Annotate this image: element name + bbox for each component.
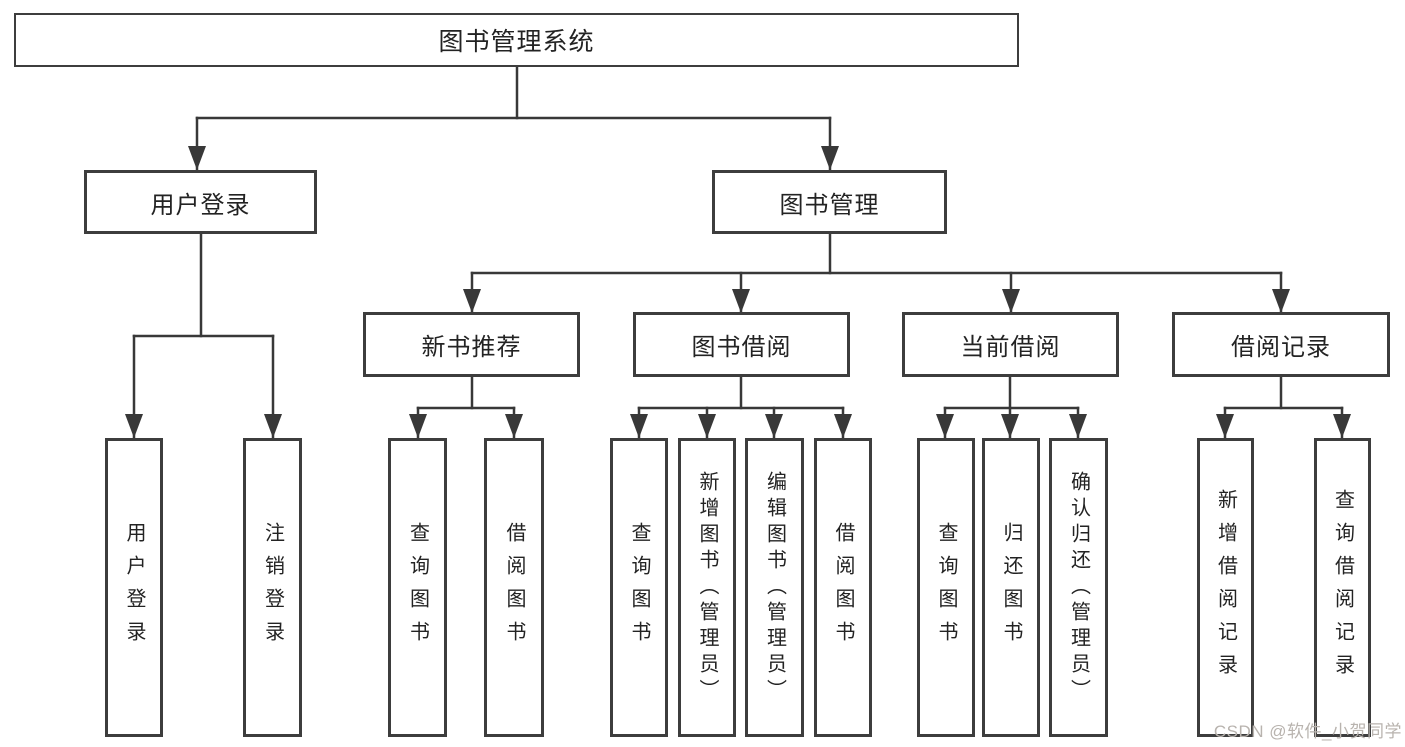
node-user-login: 用户登录 — [84, 170, 317, 234]
leaf-label: 借阅图书 — [503, 521, 525, 654]
leaf-label: 归还图书 — [1000, 521, 1022, 654]
leaf-add-books-admin: 新增图书（管理员） — [678, 438, 736, 737]
connector-book-management-to-level3 — [463, 232, 1290, 315]
connector-root-to-level2 — [188, 65, 839, 172]
leaf-newbook-borrow-books: 借阅图书 — [484, 438, 544, 737]
leaf-label: 新增借阅记录 — [1214, 488, 1237, 687]
leaf-return-books: 归还图书 — [982, 438, 1040, 737]
leaf-borrow-books: 借阅图书 — [814, 438, 872, 737]
leaf-label: 注销登录 — [261, 521, 284, 654]
leaf-borrow-query-books: 查询图书 — [610, 438, 668, 737]
connector-borrow-records-children — [1216, 375, 1351, 440]
leaf-confirm-return-admin: 确认归还（管理员） — [1049, 438, 1108, 737]
connector-book-borrow-children — [630, 375, 852, 440]
csdn-watermark: CSDN @软件_小贺同学 — [1213, 722, 1402, 741]
leaf-label: 查询图书 — [628, 521, 650, 654]
leaf-label: 新增图书（管理员） — [696, 470, 718, 705]
leaf-label: 借阅图书 — [832, 521, 854, 654]
leaf-label: 编辑图书（管理员） — [763, 470, 786, 705]
connector-new-book-children — [409, 375, 523, 440]
node-book-borrowing: 图书借阅 — [633, 312, 850, 377]
node-book-management: 图书管理 — [712, 170, 947, 234]
leaf-label: 查询借阅记录 — [1331, 488, 1354, 687]
leaf-current-query-books: 查询图书 — [917, 438, 975, 737]
leaf-add-borrow-record: 新增借阅记录 — [1197, 438, 1254, 737]
leaf-label: 查询图书 — [935, 521, 957, 654]
leaf-label: 确认归还（管理员） — [1067, 470, 1090, 705]
leaf-label: 查询图书 — [406, 521, 429, 654]
leaf-query-borrow-record: 查询借阅记录 — [1314, 438, 1371, 737]
node-new-book-recommendation: 新书推荐 — [363, 312, 580, 377]
node-borrowing-records: 借阅记录 — [1172, 312, 1390, 377]
node-root-book-management-system: 图书管理系统 — [14, 13, 1019, 67]
leaf-label: 用户登录 — [123, 521, 145, 654]
leaf-newbook-query-books: 查询图书 — [388, 438, 447, 737]
leaf-user-login: 用户登录 — [105, 438, 163, 737]
leaf-edit-books-admin: 编辑图书（管理员） — [745, 438, 804, 737]
connector-current-borrow-children — [936, 375, 1087, 440]
node-current-borrowing: 当前借阅 — [902, 312, 1119, 377]
connector-user-login-children — [125, 232, 282, 440]
leaf-logout: 注销登录 — [243, 438, 302, 737]
